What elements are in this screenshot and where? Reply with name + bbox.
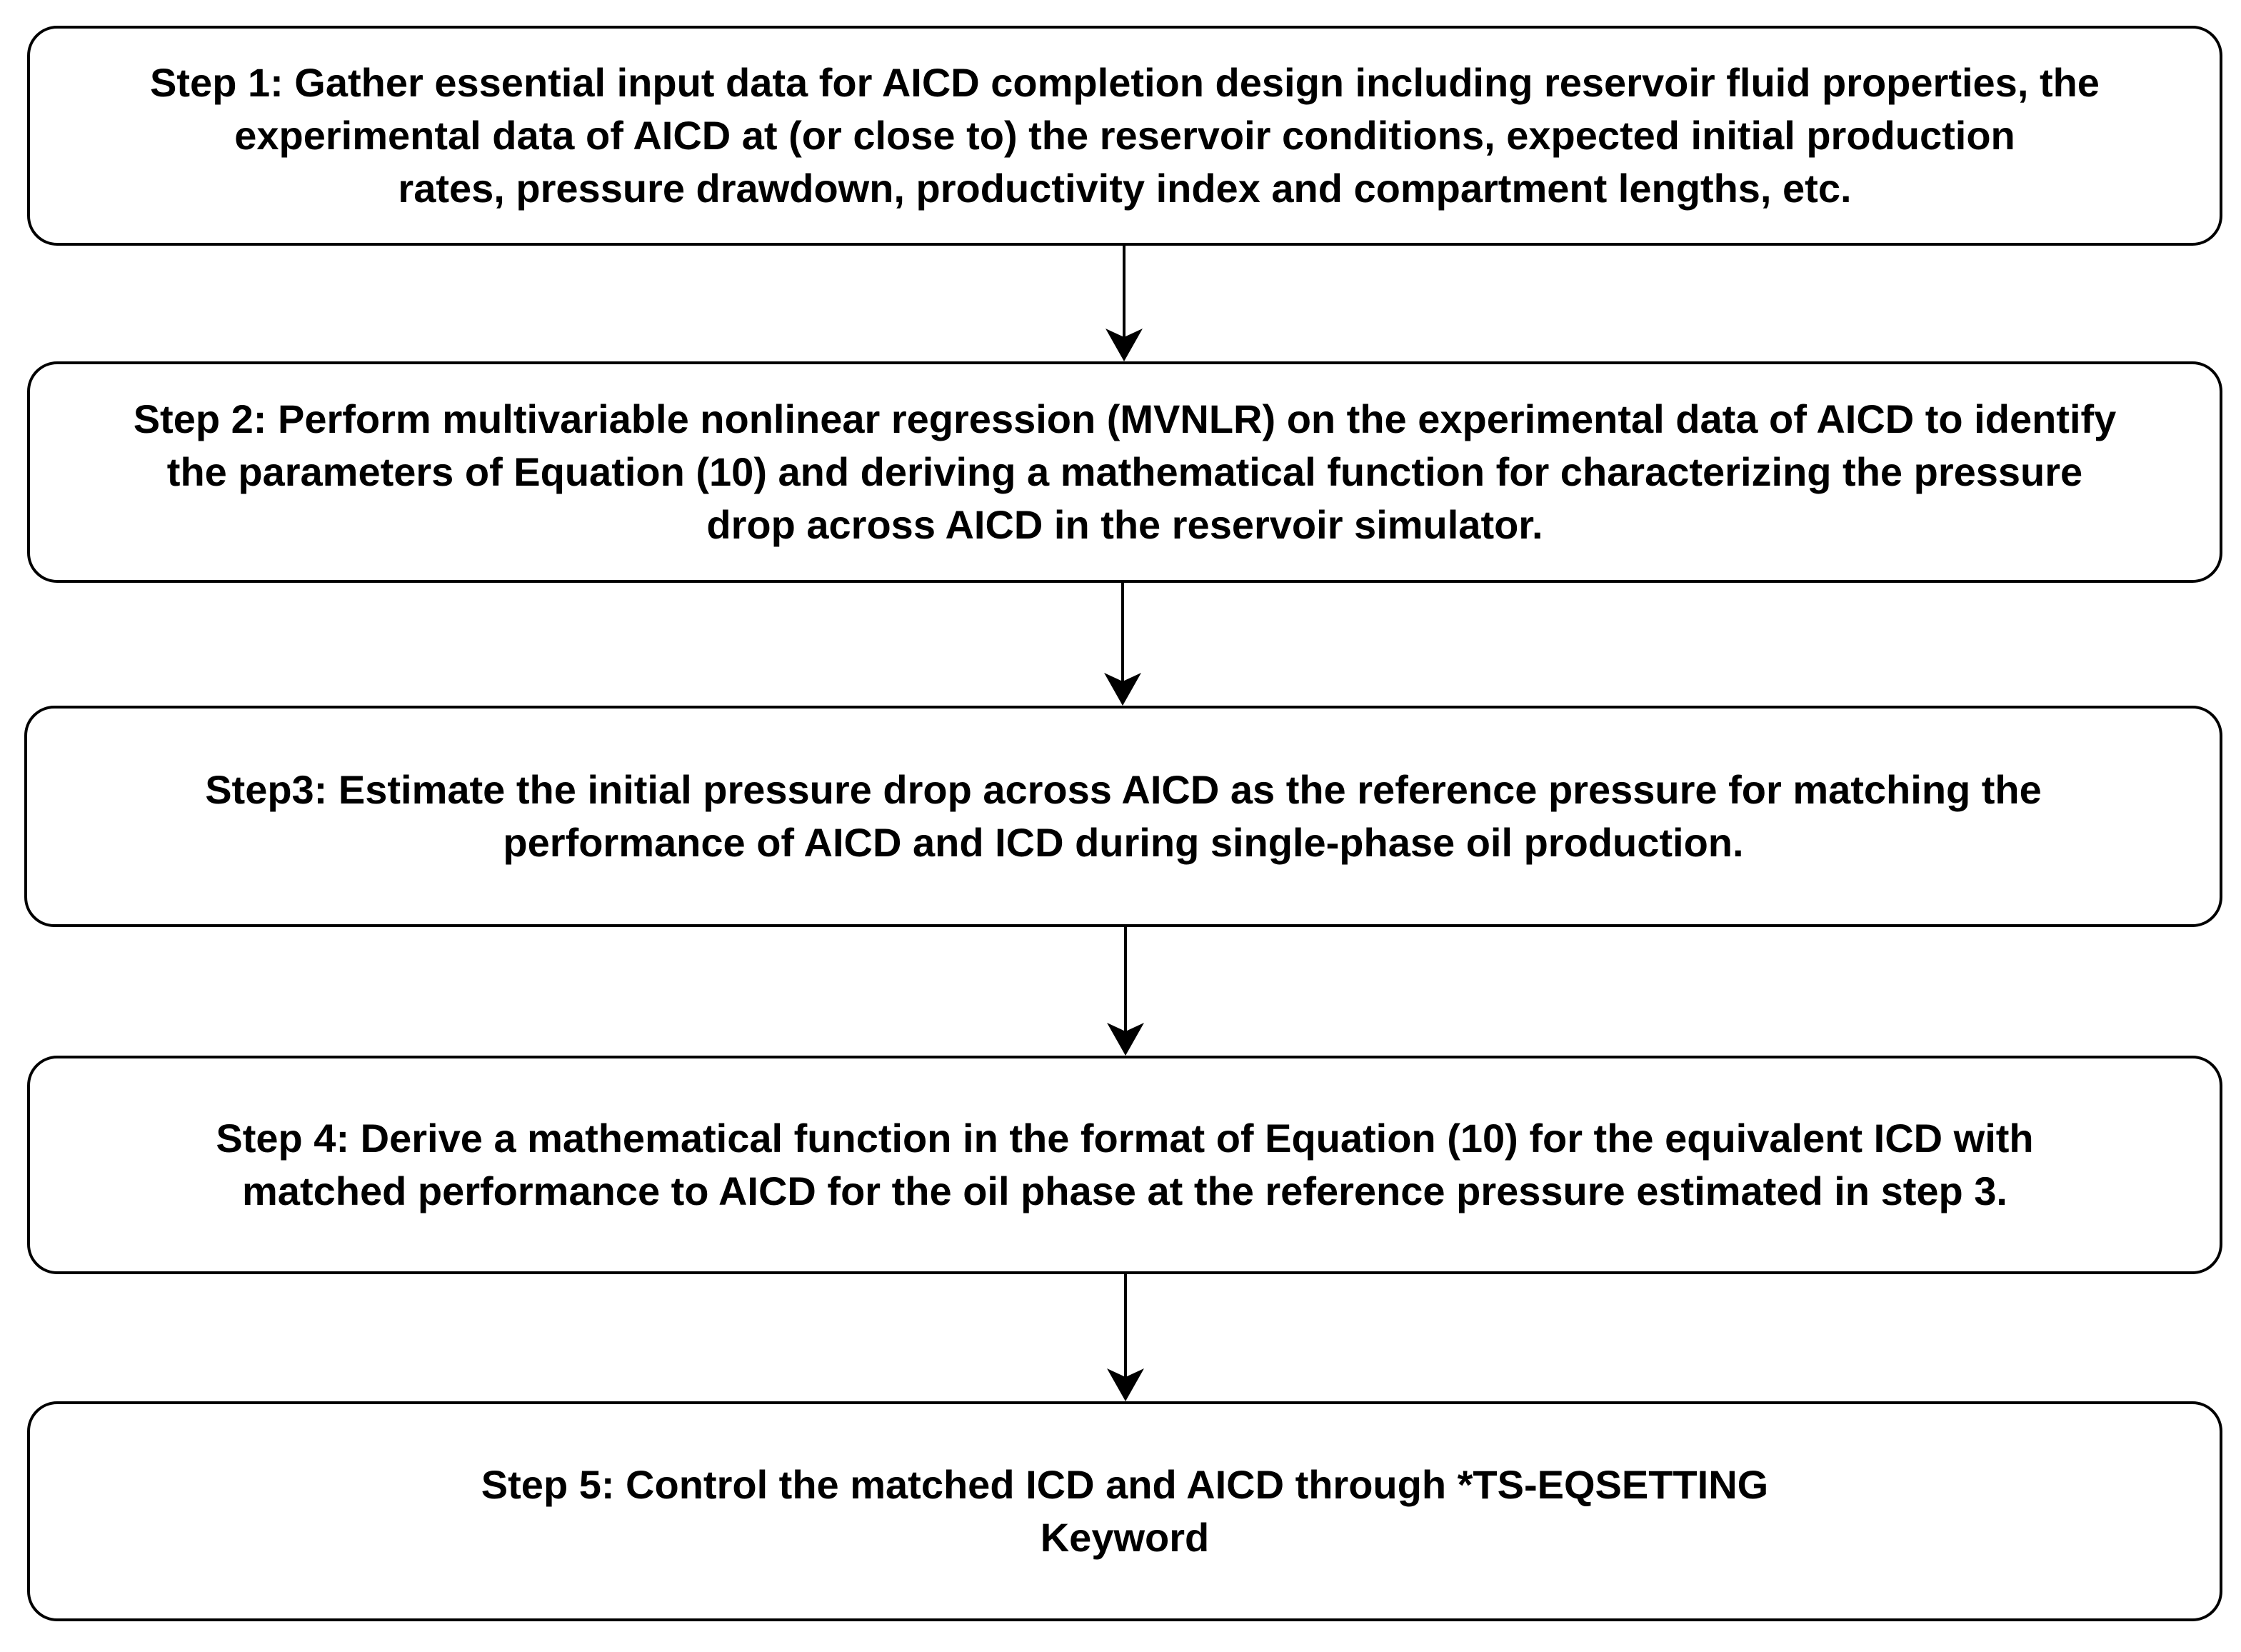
step-1-box: Step 1: Gather essential input data for … xyxy=(27,26,2222,246)
step-2-text: Step 2: Perform multivariable nonlinear … xyxy=(133,396,2117,547)
step-4-box: Step 4: Derive a mathematical function i… xyxy=(27,1056,2222,1274)
step-4-text: Step 4: Derive a mathematical function i… xyxy=(216,1116,2034,1213)
arrow-step1-to-step2 xyxy=(1106,246,1143,361)
step-3-box: Step3: Estimate the initial pressure dro… xyxy=(24,706,2222,927)
arrow-step4-to-step5 xyxy=(1107,1274,1144,1401)
arrow-step2-to-step3 xyxy=(1104,583,1141,706)
step-3-text: Step3: Estimate the initial pressure dro… xyxy=(205,767,2042,865)
arrow-step3-to-step4 xyxy=(1107,927,1144,1056)
step-1-text: Step 1: Gather essential input data for … xyxy=(150,60,2100,211)
step-5-box: Step 5: Control the matched ICD and AICD… xyxy=(27,1401,2222,1621)
step-2-box: Step 2: Perform multivariable nonlinear … xyxy=(27,361,2222,583)
step-5-text: Step 5: Control the matched ICD and AICD… xyxy=(481,1462,1769,1560)
